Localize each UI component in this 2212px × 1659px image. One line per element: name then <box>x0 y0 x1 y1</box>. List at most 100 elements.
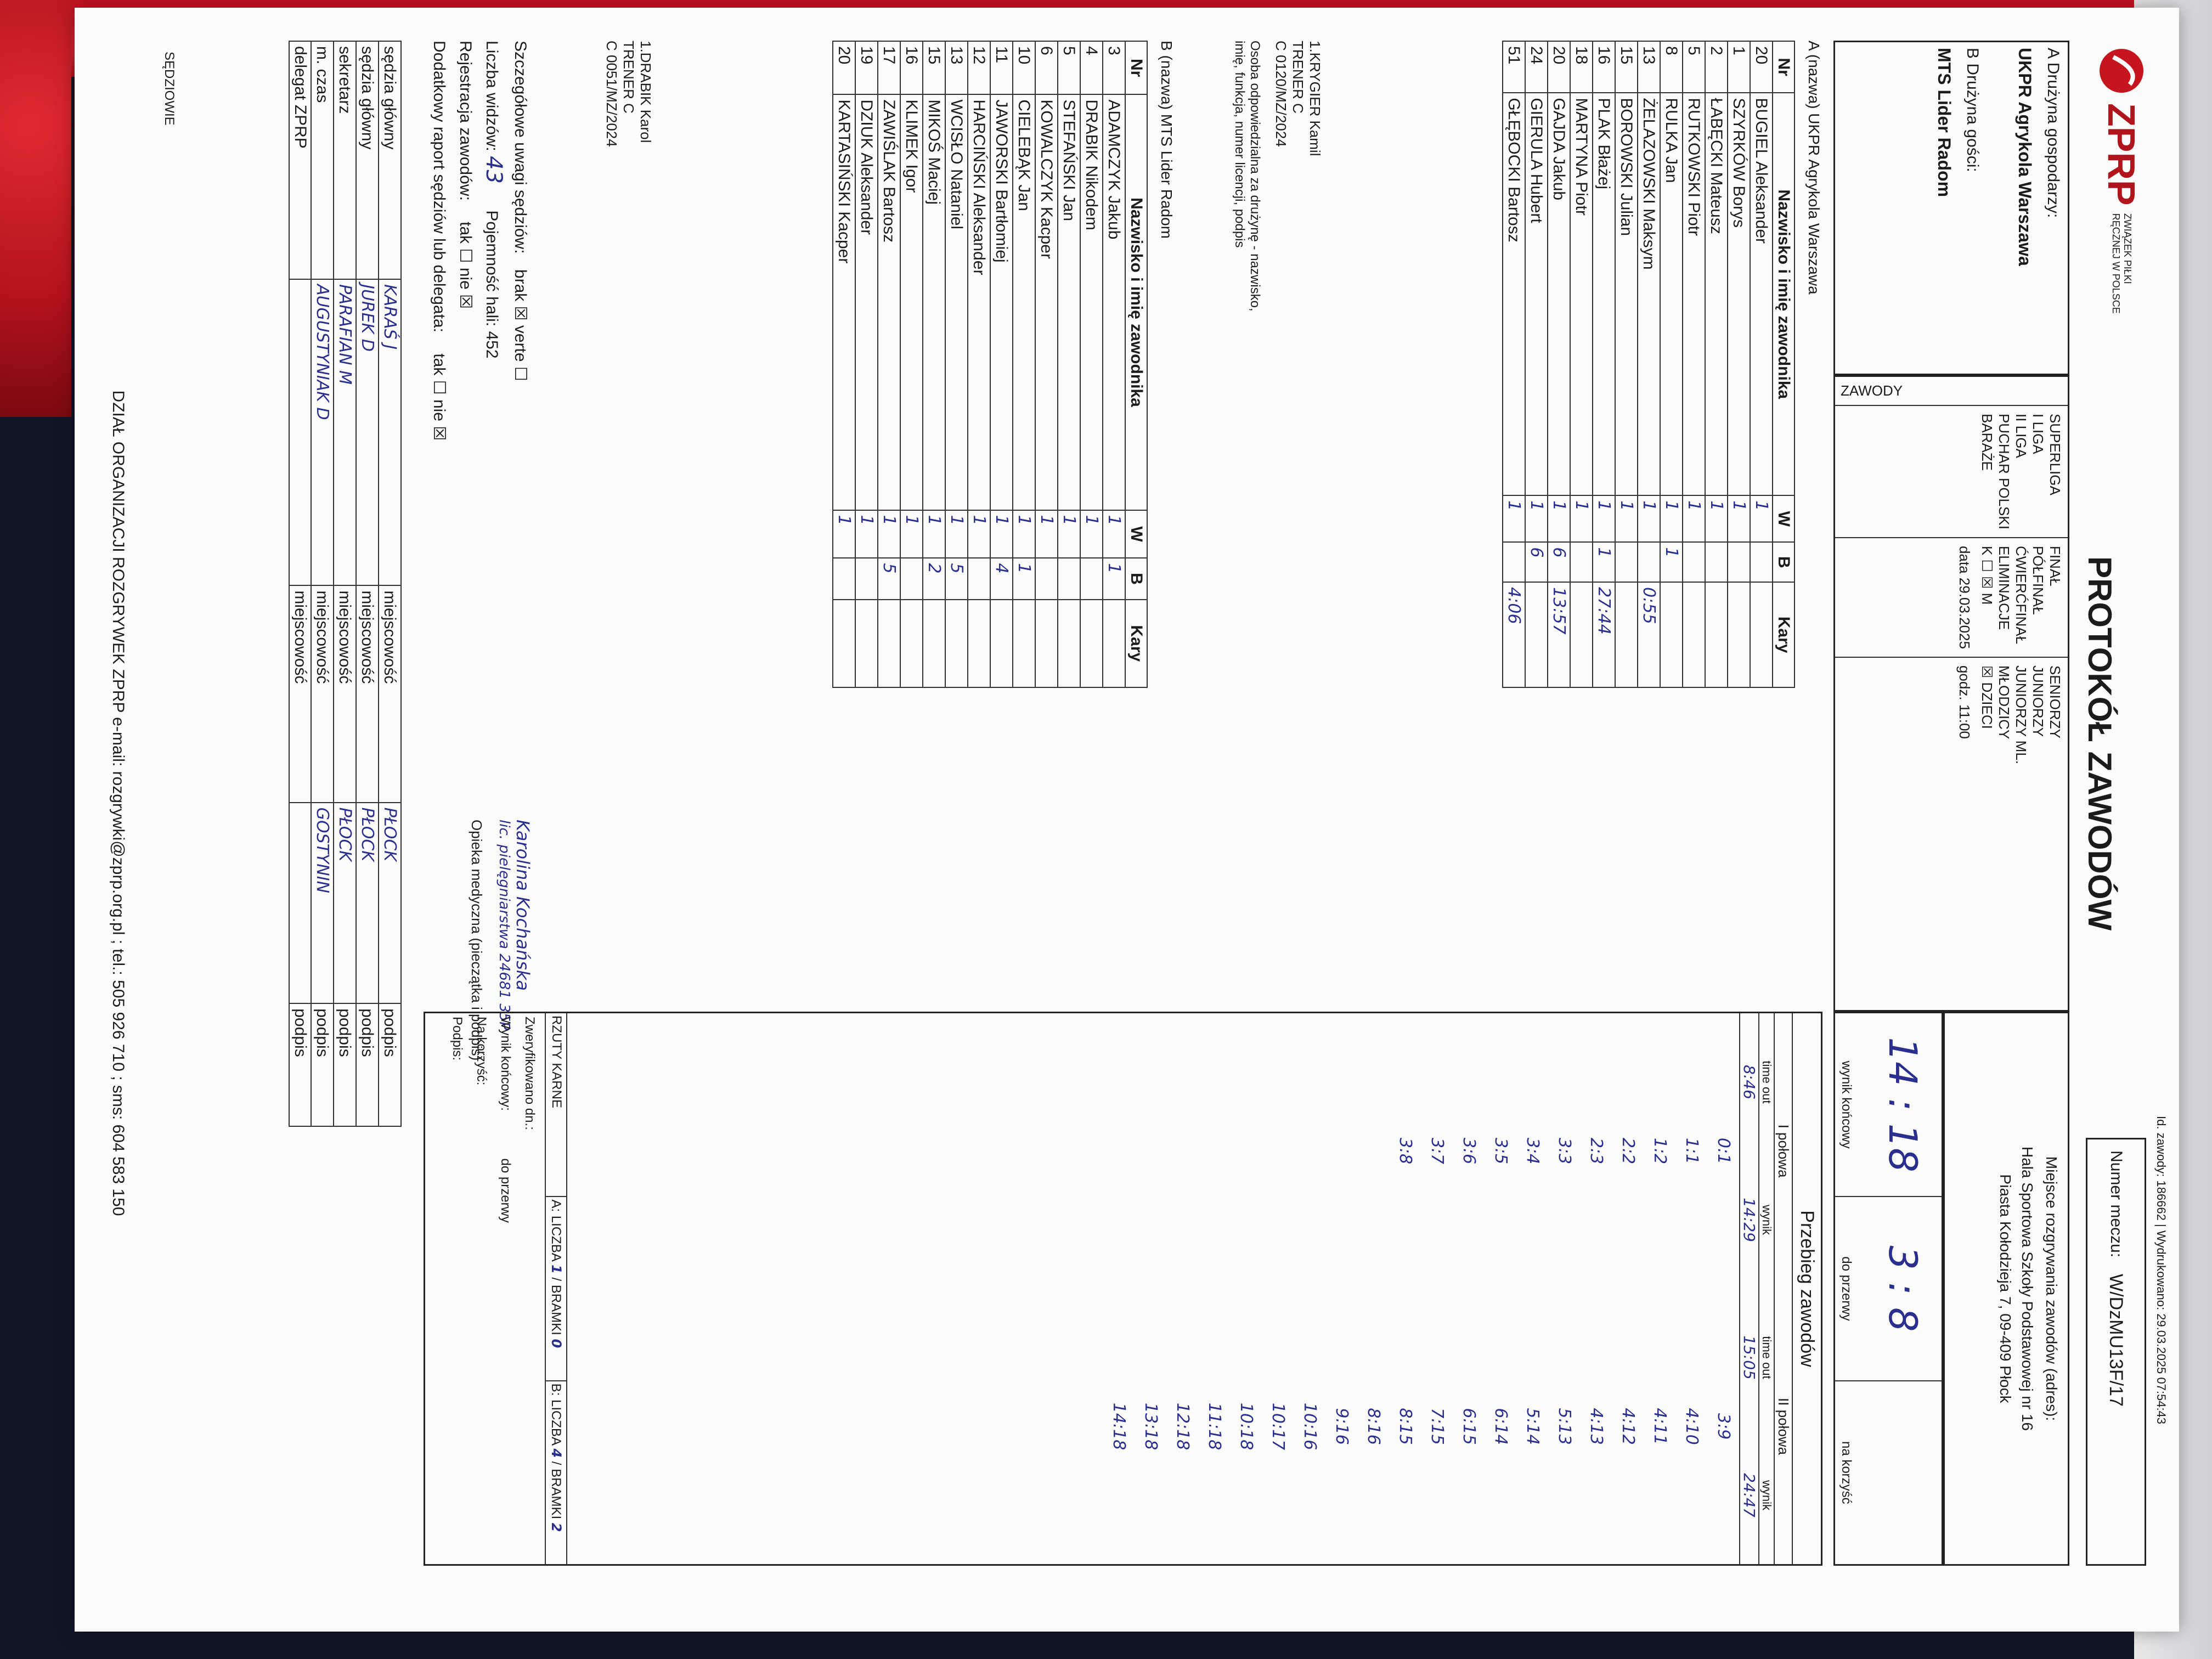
league-item: SUPERLIGA <box>2047 414 2063 495</box>
background-red-object <box>0 0 71 417</box>
col-w: W <box>1773 495 1795 543</box>
score-entry: 9:16 <box>1332 1408 1351 1445</box>
official-licence: C 0051/MZ/2024 <box>603 41 620 147</box>
score-entry: 1:2 <box>1650 1137 1669 1165</box>
player-nr: 13 <box>1638 41 1660 93</box>
spectators-label: Liczba widzów: <box>483 41 501 151</box>
stage-item: ELIMINACJE <box>1996 545 2012 630</box>
official-role: sędzia główny <box>379 41 401 280</box>
stage-list: FINAŁ PÓŁFINAŁ ĆWIERĆFINAŁ ELIMINACJE K … <box>1835 537 2068 657</box>
official-city: PŁOCK <box>334 802 356 1004</box>
official-label: Osoba odpowiedzialna za drużynę - nazwis… <box>1232 41 1262 312</box>
player-b: 6 <box>1548 542 1570 583</box>
player-name: RULKA Jan <box>1660 93 1683 496</box>
player-b: 5 <box>945 558 968 600</box>
player-name: BUGIEL Aleksander <box>1750 93 1773 496</box>
player-penalty <box>1728 582 1750 687</box>
col-kary: Kary <box>1773 582 1795 687</box>
official-sign-label: podpis <box>334 1003 356 1126</box>
player-b: 5 <box>878 558 900 600</box>
away-team: MTS Lider Radom <box>1934 48 1954 198</box>
player-w: 1 <box>1103 510 1125 558</box>
report-label: Dodatkowy raport sędziów lub delegata: <box>430 41 448 332</box>
official-name: 1.DRABIK Karol <box>637 41 654 143</box>
final-score-label: wynik końcowy <box>1839 1060 1854 1149</box>
player-b <box>900 558 923 600</box>
official-name: 1.KRYGIER Kamil <box>1307 41 1323 156</box>
col-nr: Nr <box>1125 41 1147 95</box>
bottom-info: Szczegółowe uwagi sędziów: brak ☒ verte … <box>430 41 529 441</box>
player-nr: 20 <box>1750 41 1773 93</box>
score-box: 14 : 18 wynik końcowy 3 : 8 do przerwy n… <box>1833 1012 1943 1566</box>
player-name: GŁĘBOCKI Bartosz <box>1503 93 1525 496</box>
player-penalty <box>1705 582 1728 687</box>
score-entry: 3:3 <box>1555 1137 1574 1165</box>
official-name: PARAFIAN M <box>334 279 356 586</box>
player-penalty <box>1080 599 1103 687</box>
player-b <box>1750 542 1773 583</box>
player-w: 1 <box>878 510 900 558</box>
col-name: Nazwisko i imię zawodnika <box>1773 93 1795 496</box>
player-name: ŻELAZOWSKI Maksym <box>1638 93 1660 496</box>
player-name: GIERULA Hubert <box>1525 93 1548 496</box>
player-penalty <box>1570 582 1593 687</box>
progress-box: Przebieg zawodów I połowa II połowa time… <box>424 1012 1822 1566</box>
player-nr: 51 <box>1503 41 1525 93</box>
stage-item: ĆWIERĆFINAŁ <box>2013 545 2029 645</box>
match-number-box: Numer meczu: W/DzMU13F/17 <box>2086 1138 2146 1566</box>
score-entry: 10:16 <box>1300 1402 1319 1451</box>
gender-k: K <box>1979 545 1995 556</box>
verified-label: Zweryfikowano dn.: <box>522 1017 537 1130</box>
official-sign-label: podpis <box>379 1003 401 1126</box>
player-nr: 3 <box>1103 41 1125 95</box>
player-nr: 2 <box>1705 41 1728 93</box>
score-entry: 3:8 <box>1396 1137 1415 1165</box>
score-entry: 10:18 <box>1237 1402 1256 1451</box>
player-nr: 5 <box>1058 41 1080 95</box>
player-name: SZYRKÓW Borys <box>1728 93 1750 496</box>
away-label: B Drużyna gości: <box>1963 48 1982 172</box>
player-w: 1 <box>1503 495 1525 543</box>
player-penalty <box>945 599 968 687</box>
player-b <box>1705 542 1728 583</box>
penalty-label: RZUTY KARNE <box>546 1013 566 1198</box>
player-penalty <box>878 599 900 687</box>
score-entry: 6:15 <box>1459 1408 1479 1445</box>
player-b <box>1683 542 1705 583</box>
official-role: TRENER C <box>1290 41 1306 114</box>
player-nr: 16 <box>1593 41 1615 93</box>
player-nr: 13 <box>945 41 968 95</box>
player-b <box>1615 542 1638 583</box>
player-w: 1 <box>833 510 855 558</box>
score-entry: 10:17 <box>1268 1402 1288 1451</box>
stage-item: PÓŁFINAŁ <box>2030 545 2046 615</box>
player-w: 1 <box>1638 495 1660 543</box>
col-kary: Kary <box>1125 599 1147 687</box>
footer: DZIAŁ ORGANIZACJI ROZGRYWEK ZPRP e-mail:… <box>109 390 127 1216</box>
player-w: 1 <box>855 510 878 558</box>
final-label: Wynik końcowy: <box>498 1017 513 1111</box>
score-entry: 4:12 <box>1618 1408 1638 1445</box>
signature-label: Podpis: <box>450 1017 465 1061</box>
player-w: 1 <box>1548 495 1570 543</box>
player-penalty <box>1058 599 1080 687</box>
gender-m: M <box>1979 592 1995 605</box>
age-item: JUNIORZY <box>2030 665 2046 737</box>
player-name: ZAWIŚLAK Bartosz <box>878 94 900 510</box>
player-w: 1 <box>1705 495 1728 543</box>
player-penalty <box>855 599 878 687</box>
venue-line1: Hala Sportowa Szkoły Podstawowej nr 16 <box>2019 1146 2036 1431</box>
player-name: ADAMCZYK Jakub <box>1103 94 1125 510</box>
player-penalty: 4:06 <box>1503 582 1525 687</box>
player-b <box>833 558 855 600</box>
